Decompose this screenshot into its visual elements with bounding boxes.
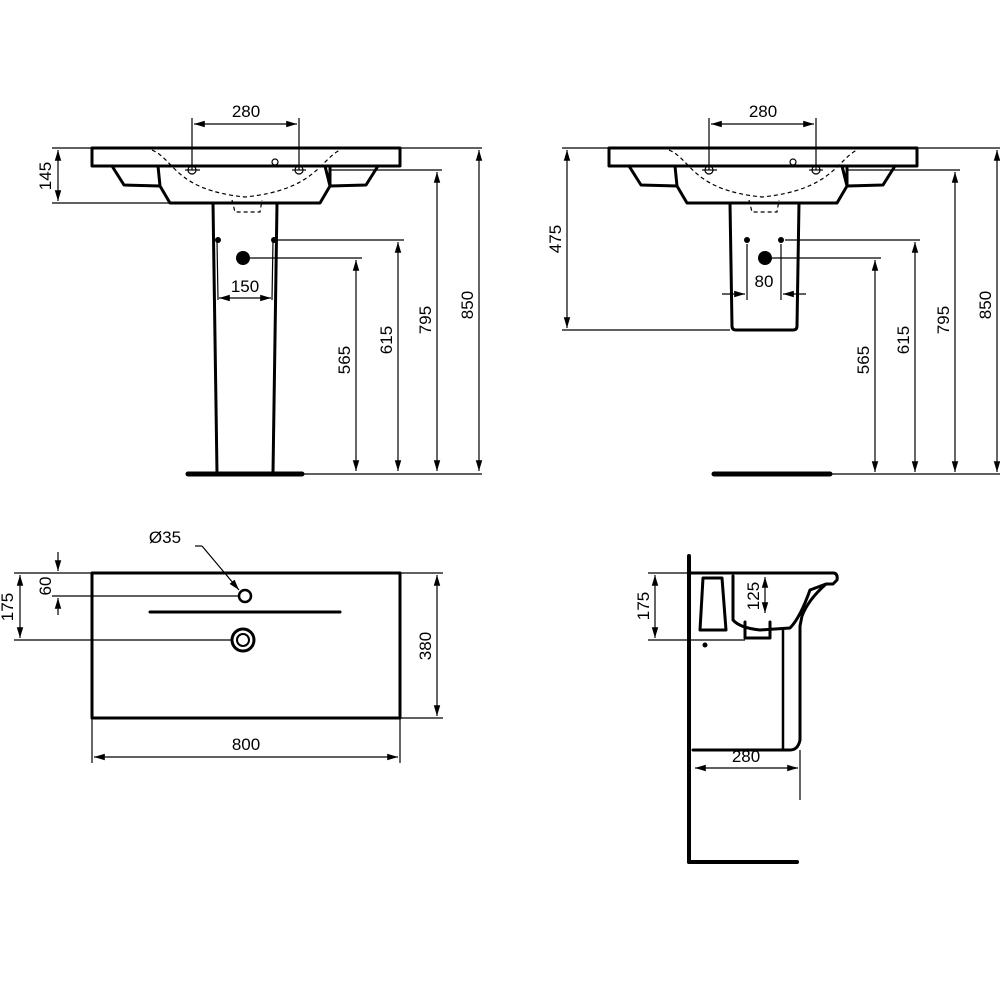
dim-hole-spacing: 80 bbox=[755, 272, 774, 291]
tap-hole bbox=[237, 588, 253, 604]
dim-tap-spacing: 280 bbox=[232, 102, 260, 121]
dim-waste-height: 565 bbox=[854, 346, 873, 374]
basin-underside bbox=[110, 164, 380, 205]
dim-basin-height: 145 bbox=[36, 162, 55, 190]
dim-rim-height: 850 bbox=[458, 291, 477, 319]
dim-waste-height: 565 bbox=[335, 346, 354, 374]
dim-tap-hole-diameter: Ø35 bbox=[149, 528, 181, 547]
dim-tap-offset: 60 bbox=[36, 577, 55, 596]
dim-width: 800 bbox=[232, 735, 260, 754]
side-view: 175 125 280 bbox=[634, 554, 839, 864]
dim-waste-height: 175 bbox=[634, 592, 653, 620]
waste-hole bbox=[236, 251, 250, 265]
dim-waste-offset: 175 bbox=[0, 593, 17, 621]
pedestal bbox=[211, 201, 279, 475]
dim-supply-height: 615 bbox=[377, 326, 396, 354]
semi-pedestal bbox=[728, 201, 801, 332]
front-view-pedestal: 280 145 150 565 615 795 850 bbox=[36, 102, 483, 477]
bowl-hidden-line bbox=[151, 149, 341, 198]
basin-outline bbox=[90, 146, 402, 168]
dim-rim-height: 850 bbox=[976, 291, 995, 319]
dim-tap-spacing: 280 bbox=[749, 102, 777, 121]
dim-underside-height: 795 bbox=[934, 306, 953, 334]
dim-semipedestal-height: 475 bbox=[546, 225, 565, 253]
dim-supply-height: 615 bbox=[894, 326, 913, 354]
dim-depth: 380 bbox=[416, 632, 435, 660]
dim-bowl-depth: 125 bbox=[744, 582, 763, 610]
dim-pedestal-projection: 280 bbox=[732, 747, 760, 766]
waste-outlet bbox=[230, 627, 256, 653]
dim-underside-height: 795 bbox=[416, 306, 435, 334]
plan-view: Ø35 60 175 380 800 bbox=[0, 528, 443, 763]
basin-section bbox=[687, 571, 839, 752]
dim-hole-spacing: 150 bbox=[231, 277, 259, 296]
front-view-semipedestal: 280 475 80 565 615 795 850 bbox=[546, 102, 1000, 477]
